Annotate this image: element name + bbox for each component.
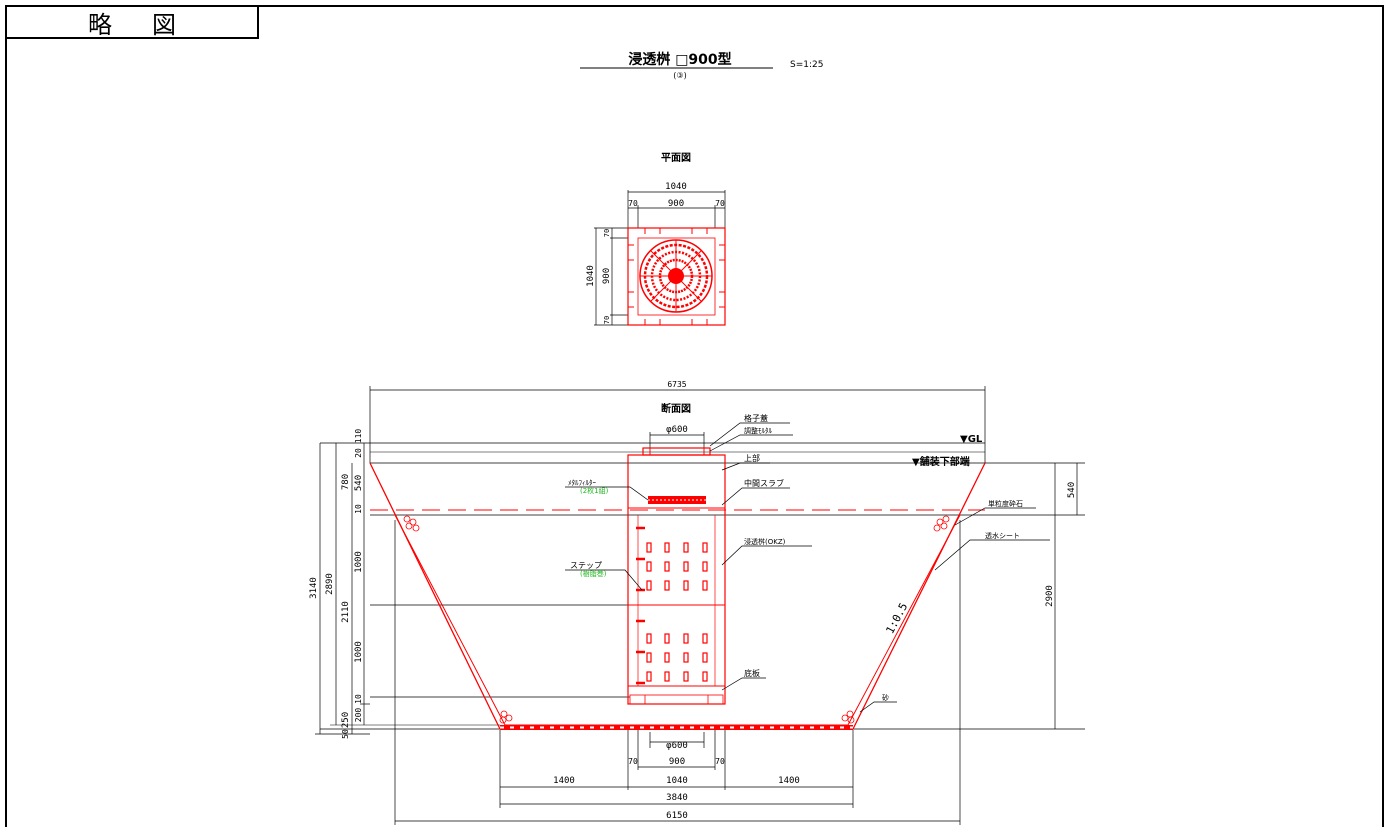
section-dim-left-540: 540: [354, 475, 364, 491]
paving-marker: ▼舗装下部端: [912, 455, 970, 468]
drawing-scale: S=1:25: [790, 60, 823, 70]
label-upper: 上部: [744, 453, 760, 463]
section-dim-left-10a: 10: [354, 504, 363, 514]
plan-dim-v-overall: 1040: [586, 265, 596, 287]
section-dim-left-250: 250: [341, 712, 351, 728]
label-grate: 格子蓋: [744, 413, 768, 423]
label-slab: 中間スラブ: [744, 478, 784, 488]
section-dim-left-780: 780: [341, 474, 351, 490]
section-view: 6735 断面図 φ600 ▼GL ▼舗装下部端: [309, 380, 1085, 825]
slope-label: 1:0.5: [883, 601, 910, 636]
section-dim-left-2110: 2110: [341, 601, 351, 623]
drawing-subtitle: (③): [673, 71, 686, 80]
label-body: 浸透桝(OKZ): [744, 537, 786, 546]
label-base: 底板: [744, 668, 760, 678]
drawing-frame: [5, 5, 1384, 827]
section-dim-left-200: 200: [354, 708, 363, 723]
section-dim-right-2900: 2900: [1045, 585, 1055, 607]
section-dim-top-overall: 6735: [667, 380, 686, 389]
section-dim-left-1000a: 1000: [354, 551, 364, 573]
section-dim-bot-1400r: 1400: [778, 776, 800, 786]
section-dim-left-1000b: 1000: [354, 641, 364, 663]
gravel-symbols: [403, 515, 950, 724]
section-dim-phi-top: φ600: [666, 425, 688, 435]
section-dim-phi-bot: φ600: [666, 741, 688, 751]
drawing-title: 浸透桝 □900型: [628, 51, 731, 68]
plan-dim-edge-right: 70: [715, 199, 725, 208]
section-dim-bot-900: 900: [669, 757, 685, 767]
section-dim-left-110: 110: [354, 429, 363, 444]
section-dim-right-540: 540: [1067, 482, 1077, 498]
label-gravel: 単粒度砕石: [988, 499, 1023, 508]
label-sand: 砂: [882, 693, 889, 702]
plan-dim-v-top: 70: [603, 229, 611, 237]
section-dim-left-10b: 10: [354, 694, 363, 704]
header-label: 略図: [5, 5, 259, 39]
label-step-note: (樹脂巻): [580, 569, 607, 578]
gl-marker: ▼GL: [960, 434, 983, 445]
label-filter: ﾒﾀﾙﾌｨﾙﾀｰ: [568, 479, 596, 487]
section-dim-bot-3840: 3840: [666, 793, 688, 803]
plan-dim-overall: 1040: [665, 182, 687, 192]
section-dim-bot-1040: 1040: [666, 776, 688, 786]
label-filter-note: (2枚1組): [580, 486, 609, 495]
section-dim-bot-1400l: 1400: [553, 776, 575, 786]
chamber-holes: [646, 542, 708, 682]
section-dim-left-2890: 2890: [325, 573, 335, 595]
label-sheet: 透水シート: [985, 531, 1020, 540]
steps: [636, 526, 645, 685]
label-mortar: 調整ﾓﾙﾀﾙ: [744, 426, 772, 435]
plan-dim-v-inner: 900: [602, 268, 612, 284]
section-dim-bot-6150: 6150: [666, 811, 688, 821]
section-dim-left-50: 50: [341, 729, 350, 739]
section-dim-left-3140: 3140: [309, 577, 319, 599]
plan-dim-inner: 900: [668, 199, 684, 209]
section-dim-bot-70l: 70: [628, 757, 638, 766]
plan-view: 1040 70 900 70 1040 900 70 70: [586, 182, 726, 326]
plan-view-label: 平面図: [661, 152, 691, 164]
plan-dim-v-bot: 70: [603, 316, 611, 324]
plan-dim-edge-left: 70: [628, 199, 638, 208]
section-view-label: 断面図: [661, 402, 691, 415]
section-dim-bot-70r: 70: [715, 757, 725, 766]
label-step: ステップ: [570, 561, 602, 570]
section-dim-left-20: 20: [354, 448, 363, 458]
